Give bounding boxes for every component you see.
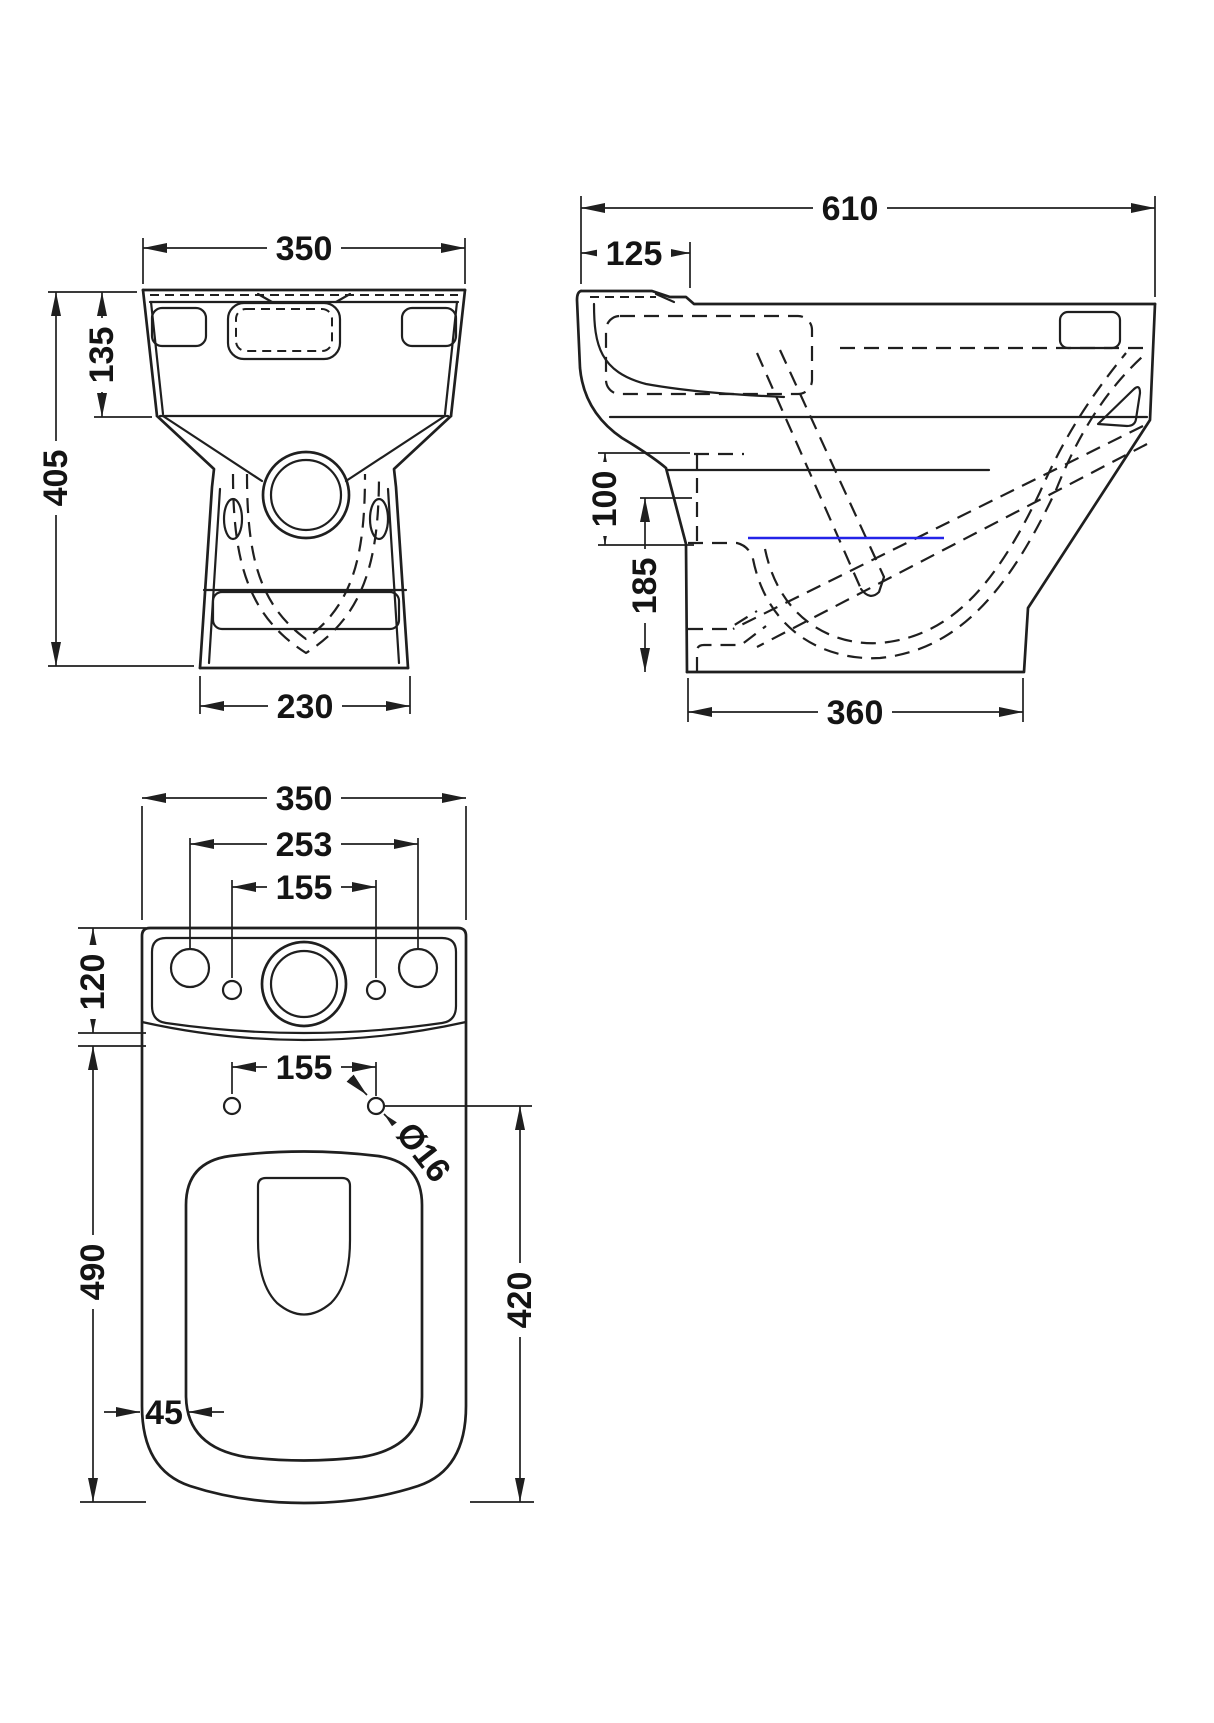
dim-side-rim-to-water: 100 [586, 452, 694, 546]
side-ledge-hidden-lines [688, 452, 755, 560]
dim-side-depth: 610 [580, 190, 1156, 297]
front-trap-hidden-outer [231, 473, 381, 655]
dim-plan-bowl-length-label: 490 [74, 1244, 112, 1301]
side-top-edge [579, 289, 1157, 306]
dim-side-rim-to-water-label: 100 [586, 471, 624, 528]
dim-front-overall-height-label: 405 [37, 450, 75, 507]
front-left-cutout [150, 306, 208, 348]
dim-front-overall-height: 405 [37, 291, 194, 667]
side-flush-pipe-hidden [755, 349, 886, 590]
plan-flush-hole-inner [269, 949, 339, 1019]
plan-left-seat-hole [222, 1096, 242, 1116]
dim-front-base-width-label: 230 [277, 688, 334, 726]
dim-plan-rim-inset: 45 [104, 1394, 224, 1432]
front-view: 350 135 405 230 [37, 230, 467, 726]
front-center-cutout [226, 301, 342, 361]
plan-bowl-rim [184, 1150, 424, 1462]
dim-plan-inner-holes-label: 155 [276, 869, 333, 907]
side-flush-pipe-end [859, 575, 886, 597]
dim-front-upper-height-label: 135 [83, 327, 121, 384]
side-bowl-hidden-inner [763, 352, 1127, 645]
side-bowl-hidden-outer [751, 356, 1143, 660]
plan-right-fixing-hole [397, 947, 439, 989]
dim-plan-seat-hole-dia: Ø16 [346, 1074, 463, 1195]
front-right-boss [368, 497, 390, 541]
dim-plan-rim-inset-label: 45 [145, 1394, 183, 1432]
front-left-edge [141, 288, 159, 418]
front-right-edge [449, 288, 467, 418]
dim-plan-outer-holes: 253 [189, 826, 419, 948]
front-spud-marks [256, 292, 352, 304]
front-trap-hidden-inner [245, 473, 367, 641]
plan-platform [150, 936, 458, 1035]
dim-side-ledge: 125 [581, 235, 691, 288]
plan-body-outline [140, 926, 468, 1505]
plan-flush-hole-outer [260, 940, 348, 1028]
dim-front-width-label: 350 [276, 230, 333, 268]
front-center-cutout-hidden [235, 308, 333, 352]
dim-plan-inner-holes: 155 [231, 869, 377, 978]
side-rim-channel-hidden [604, 314, 814, 396]
dim-plan-seat-holes: 155 [231, 1049, 377, 1096]
front-funnel-left [161, 414, 264, 483]
dim-side-depth-label: 610 [822, 190, 879, 228]
dim-side-base-depth-label: 360 [827, 694, 884, 732]
front-outlet-inner [269, 458, 343, 532]
dim-plan-width: 350 [141, 780, 467, 920]
side-back-triangle-hole [1096, 386, 1142, 428]
plan-left-fixing-hole [169, 947, 211, 989]
plan-left-inlet-hole [221, 979, 243, 1001]
front-pedestal-left [155, 414, 216, 670]
side-back-fixing-hole [1058, 310, 1122, 350]
dim-front-upper-height: 135 [83, 292, 152, 418]
front-outlet-outer [261, 450, 351, 540]
front-pedestal-right [392, 414, 453, 670]
plan-platform-lip [140, 1020, 468, 1042]
dim-plan-seat-to-front-label: 420 [501, 1272, 539, 1329]
front-foot-recess [211, 590, 401, 631]
dim-plan-platform-depth: 120 [74, 927, 146, 1034]
plan-sump-outline [256, 1176, 352, 1316]
plan-right-inlet-hole [365, 979, 387, 1001]
side-ledge-step [654, 292, 676, 304]
dim-side-lower-height: 185 [626, 497, 692, 672]
side-front-inner-wall [592, 302, 786, 399]
plan-right-seat-hole [366, 1096, 386, 1116]
side-outlet-hidden [732, 425, 1148, 648]
dim-plan-seat-holes-label: 155 [276, 1049, 333, 1087]
side-foot-hidden [688, 610, 767, 672]
dim-plan-outer-holes-label: 253 [276, 826, 333, 864]
dim-side-base-depth: 360 [687, 678, 1024, 732]
side-front-edge [575, 289, 689, 674]
front-pedestal-left-inner [207, 487, 222, 665]
dim-side-lower-height-label: 185 [626, 558, 664, 615]
side-back-edge [1022, 302, 1157, 674]
dim-plan-bowl-length: 490 [74, 1045, 146, 1503]
dim-plan-seat-to-front: 420 [384, 1105, 539, 1503]
side-view: 610 125 100 185 [575, 190, 1157, 732]
dim-side-ledge-label: 125 [606, 235, 663, 273]
front-funnel-right [344, 414, 447, 483]
dim-plan-platform-depth-label: 120 [74, 954, 112, 1011]
dim-front-base-width: 230 [199, 676, 411, 726]
dim-front-width: 350 [142, 230, 466, 284]
front-pedestal-right-inner [386, 487, 401, 665]
plan-view: 350 253 155 120 [74, 780, 539, 1505]
dim-plan-width-label: 350 [276, 780, 333, 818]
front-right-cutout [400, 306, 458, 348]
